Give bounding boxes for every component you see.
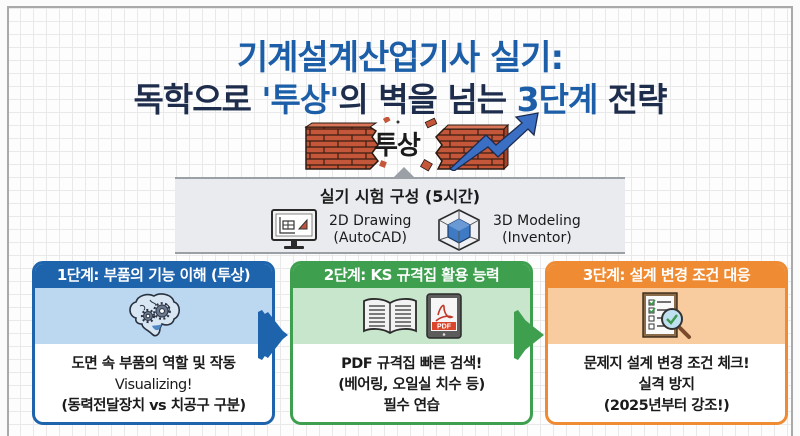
chevron-right-arrow-icon (258, 310, 288, 360)
title-line-1: 기계설계산업기사 실기: (236, 38, 564, 78)
step-2-line-2: (베어링, 오일실 치수 등) (338, 377, 485, 393)
step-2-card: 2단계: KS 규격집 활용 능력 PDF PDF 규격집 빠른 검색! (베어… (290, 261, 533, 425)
chevron-right-arrow-icon (514, 310, 544, 360)
callout-notch (393, 167, 415, 178)
pdf-tablet-icon: PDF (425, 293, 462, 339)
step-1-line-2: Visualizing! (114, 377, 193, 393)
step-1-icon-area (35, 288, 272, 344)
step-1-line-1: 도면 속 부품의 역할 및 작동 (71, 356, 236, 372)
exam-item-label: 2D Drawing (329, 213, 412, 229)
trend-up-arrow-icon (448, 112, 539, 171)
exam-title: 실기 시험 구성 (5시간) (319, 187, 481, 206)
exam-item-sublabel: (Inventor) (502, 230, 572, 246)
step-1-header: 1단계: 부품의 기능 이해 (투상) (35, 264, 272, 288)
step-2-description: PDF 규격집 빠른 검색! (베어링, 오일실 치수 등) 필수 연습 (293, 344, 530, 417)
open-book-icon (362, 298, 417, 335)
exam-composition-box: 실기 시험 구성 (5시간) 2D Drawing(AutoCAD) 3D Mo… (175, 177, 625, 254)
checklist-magnifier-icon (641, 292, 691, 339)
brain-gears-icon (128, 293, 180, 337)
title-highlight-tusang: '투상' (261, 80, 339, 119)
exam-item-2d: 2D Drawing(AutoCAD) (271, 209, 411, 251)
broken-wall-illustration: 투상 (296, 112, 539, 179)
step-3-header: 3단계: 설계 변경 조건 대응 (548, 264, 785, 288)
step-3-line-2: 실격 방지 (638, 377, 695, 393)
step-2-icon-area: PDF (293, 288, 530, 344)
title-text: 전략 (597, 80, 668, 119)
step-1-line-3: (동력전달장치 vs 치공구 구분) (61, 398, 246, 414)
step-2-line-3: 필수 연습 (383, 398, 440, 414)
wall-label: 투상 (374, 131, 421, 161)
step-3-line-3: (2025년부터 강조!) (603, 398, 730, 414)
pdf-label: PDF (437, 324, 452, 331)
exam-item-sublabel: (AutoCAD) (333, 230, 407, 246)
exam-item-3d: 3D Modeling(Inventor) (437, 209, 581, 251)
exam-item-label: 3D Modeling (493, 213, 581, 229)
step-1-description: 도면 속 부품의 역할 및 작동 Visualizing! (동력전달장치 vs… (35, 344, 272, 417)
title-text: 독학으로 (133, 80, 262, 119)
step-3-icon-area (548, 288, 785, 344)
monitor-drawing-icon (271, 209, 317, 249)
step-2-line-1: PDF 규격집 빠른 검색! (341, 356, 482, 372)
step-2-header: 2단계: KS 규격집 활용 능력 (293, 264, 530, 288)
title-line-2: 독학으로 '투상'의 벽을 넘는 3단계 전략 (0, 73, 800, 121)
title-text: 의 벽을 넘는 (338, 80, 517, 119)
step-3-card: 3단계: 설계 변경 조건 대응 문제지 설계 변경 조건 체크! 실격 방지 … (545, 261, 788, 425)
step-3-line-1: 문제지 설계 변경 조건 체크! (583, 356, 750, 372)
step-3-description: 문제지 설계 변경 조건 체크! 실격 방지 (2025년부터 강조!) (548, 344, 785, 417)
step-1-card: 1단계: 부품의 기능 이해 (투상) 도면 속 부품의 역할 및 작동 Vis… (32, 261, 275, 425)
cube-3d-icon (438, 209, 480, 251)
title-highlight-3steps: 3단계 (516, 80, 599, 119)
